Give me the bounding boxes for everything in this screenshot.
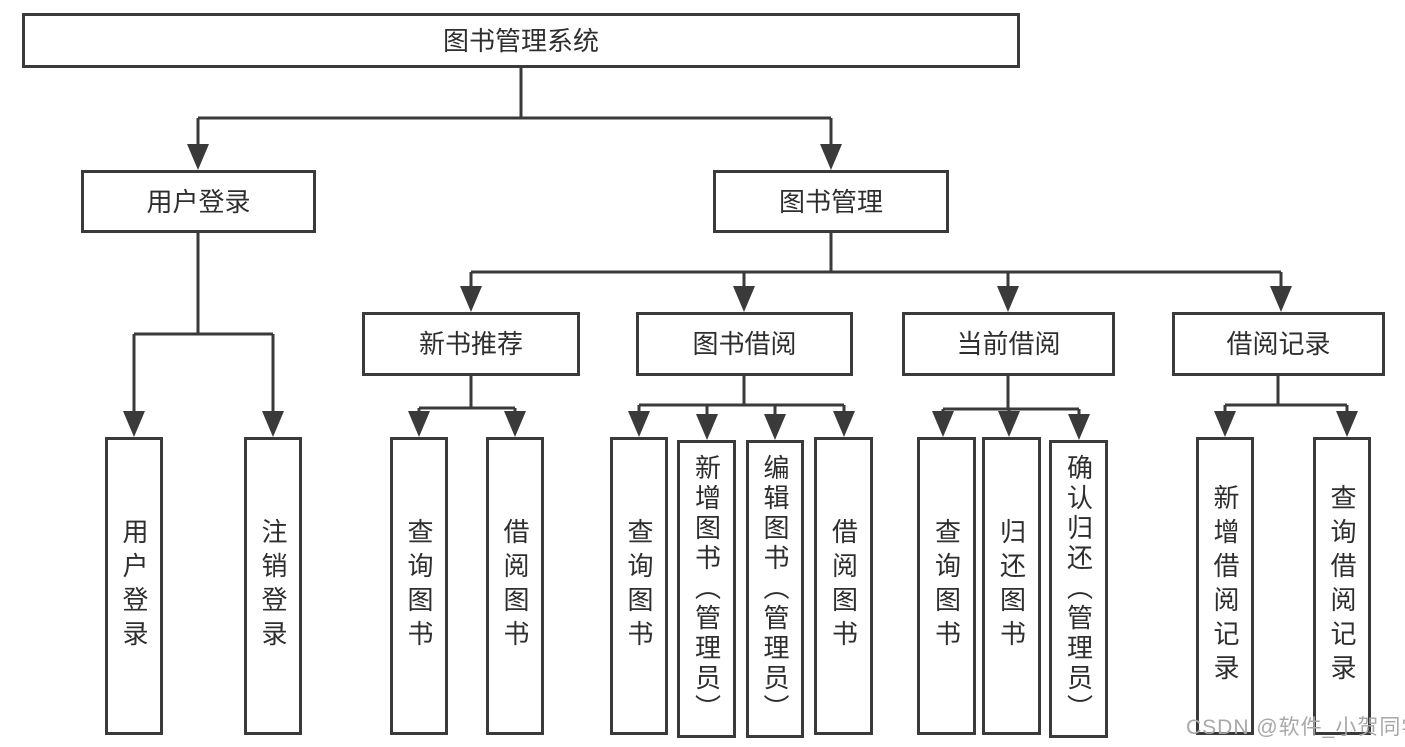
node-add-books-admin: 新增图书（管理员） — [677, 440, 736, 738]
node-library-management-system: 图书管理系统 — [22, 13, 1020, 68]
node-add-borrow-record: 新增借阅记录 — [1196, 437, 1254, 735]
node-logout-action: 注销登录 — [244, 437, 302, 735]
node-new-book-recommendation: 新书推荐 — [362, 312, 580, 376]
node-user-login-module: 用户登录 — [81, 170, 316, 233]
csdn-watermark: CSDN @软件_小贺同学 — [1186, 716, 1405, 739]
node-user-login-action: 用户登录 — [105, 437, 163, 735]
node-edit-books-admin: 编辑图书（管理员） — [746, 440, 804, 738]
node-query-borrow-record: 查询借阅记录 — [1313, 437, 1371, 735]
node-return-books: 归还图书 — [982, 437, 1041, 735]
node-book-management-module: 图书管理 — [713, 170, 949, 233]
node-current-query-books: 查询图书 — [917, 437, 976, 735]
node-current-borrowing: 当前借阅 — [902, 312, 1115, 376]
node-recommend-query-books: 查询图书 — [390, 437, 448, 735]
node-book-borrowing: 图书借阅 — [636, 312, 853, 376]
node-borrowing-query-books: 查询图书 — [610, 437, 668, 735]
node-confirm-return-admin: 确认归还（管理员） — [1049, 440, 1108, 738]
node-borrowing-borrow-books: 借阅图书 — [814, 437, 873, 735]
node-borrowing-records: 借阅记录 — [1172, 312, 1385, 376]
node-recommend-borrow-books: 借阅图书 — [486, 437, 544, 735]
